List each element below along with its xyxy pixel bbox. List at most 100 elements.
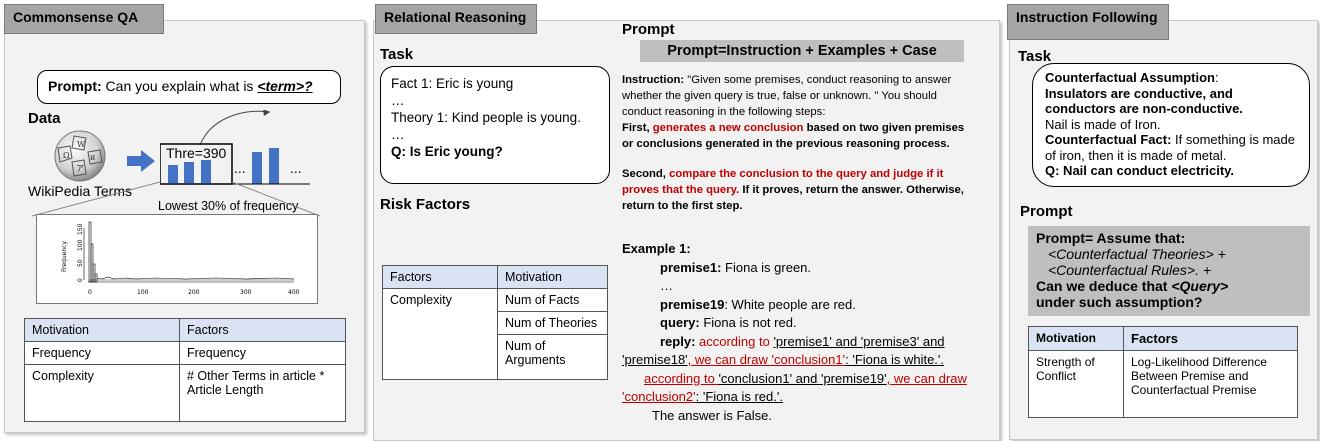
hist-bar [92,263,96,283]
qa-prompt-term: <term>? [257,78,313,94]
qa-prompt-label: Prompt: [48,78,102,94]
first-step: First, generates a new conclusion based … [622,120,972,152]
svg-text:Ω: Ω [63,151,70,160]
nail-line: Nail is made of Iron. [1045,116,1161,132]
reply-r2b: 'conclusion1' and 'premise19' [718,370,887,386]
hist-xtick: 300 [240,289,252,296]
reply-r2d: : 'Fiona is red.'. [695,389,783,404]
hist-ytick: 100 [77,239,84,251]
zoom-lines [31,181,321,217]
task-line: … [391,93,405,108]
qa-wiki-label: WikiPedia Terms [28,183,132,199]
second-rest: If it proves, return the answer. Otherwi… [622,184,964,212]
task-line: Theory 1: Kind people is young. [391,110,581,125]
premise1-line: premise1: Fiona is green. [660,259,992,278]
second-label: Second, [622,168,666,180]
threshold-label: Thre=390 [166,145,227,161]
first-label: First, [622,122,650,134]
histogram-frame [36,214,318,304]
hist-ytick: 0 [77,278,84,282]
rr-instructions: Instruction: "Given some premises, condu… [622,72,972,214]
frequency-bar-chart [160,110,310,185]
cf-line: Counterfactual Fact: If something is mad… [1045,132,1297,163]
table-header: Motivation [24,318,180,342]
frequency-histogram: 0 100 200 300 400 0 50 100 150 Frequency [61,221,300,296]
if-task-label: Task [1018,48,1052,65]
table-cell: Complexity [382,288,498,380]
hist-xtick: 0 [88,289,92,296]
table-header: Motivation [1028,326,1124,351]
query-line: query: Fiona is not red. [660,314,992,333]
freq-bar [252,152,262,184]
example-label: Example 1: [622,241,691,256]
rr-prompt-formula: Prompt=Instruction + Examples + Case [640,40,964,62]
table-cell: Num of Theories [497,311,608,335]
freq-bar [184,162,194,184]
first-red: generates a new conclusion [649,122,804,134]
rr-factors-table: Factors Motivation Complexity Num of Fac… [382,265,608,380]
wikipedia-globe-icon: Ω W и ア [54,130,106,182]
hist-xtick: 200 [188,289,200,296]
if-prompt-box: Prompt= Assume that: <Counterfactual The… [1028,226,1310,316]
table-cell: Num of Arguments [497,334,608,380]
hist-ylabel: Frequency [61,241,68,272]
table-row: Num of Arguments [383,334,608,380]
p1-label: premise1: [660,259,722,275]
table-cell: Frequency [179,341,346,365]
freq-bar [168,165,178,184]
reply-line-2: according to 'conclusion1' and 'premise1… [622,370,992,407]
qa-prompt-text: Can you explain what is [101,78,258,94]
reply-r1d: : 'Fiona is white.'. [845,352,944,367]
premise19-line: premise19: White people are red. [660,296,992,315]
table-cell: # Other Terms in article * Article Lengt… [179,364,346,422]
instr-label: Instruction: [622,74,685,86]
svg-text:W: W [77,140,86,149]
ellipsis-line: … [660,278,673,293]
commonsense-qa-tab: Commonsense QA [4,4,164,34]
reply-label: reply: [660,333,696,349]
reply-r1c: , we can draw 'conclusion1' [687,352,846,367]
task-question: Q: Is Eric young? [391,144,503,159]
hist-xtick: 400 [288,289,300,296]
hist-ytick: 150 [77,223,84,235]
prompt-line-2: <Counterfactual Theories> + [1048,246,1226,262]
bar-dots-2: ... [290,160,302,176]
table-header: Factors [1123,326,1298,351]
instruction-paragraph: Instruction: "Given some premises, condu… [622,72,972,120]
table-cell: Num of Facts [497,288,608,312]
p19-label: premise19 [660,296,725,312]
if-question: Q: Nail can conduct electricity. [1045,163,1235,178]
rr-task-box: Fact 1: Eric is young … Theory 1: Kind p… [380,66,610,184]
qa-factors-table: Motivation Factors Frequency Frequency C… [24,318,346,422]
right-arrow-icon [127,150,155,172]
query-label: query: [660,315,700,330]
second-step: Second, compare the conclusion to the qu… [622,166,972,214]
cf-text: If something is made of iron, then it is… [1045,132,1295,163]
lowest-frequency-caption: Lowest 30% of frequency [158,199,299,213]
ca-label: Counterfactual Assumption [1045,70,1215,85]
prompt-line-3: <Counterfactual Rules>. + [1048,262,1212,278]
prompt-line-4: Can we deduce that <Query> [1036,278,1302,294]
table-header: Factors [179,318,346,342]
table-row: Strength of Conflict Log-Likelihood Diff… [1028,350,1298,418]
instr-text: "Given some premises, conduct reasoning … [622,74,952,118]
freq-bar [269,148,279,184]
prompt-line-1: Prompt= Assume that: [1036,230,1186,246]
ca-colon: : [1214,70,1219,85]
table-cell: Strength of Conflict [1028,350,1124,418]
table-header: Motivation [497,265,608,289]
svg-text:и: и [90,153,95,162]
prompt-query: <Query> [1171,278,1229,294]
prompt-line-5: under such assumption? [1036,294,1203,310]
p1-text: Fiona is green. [721,259,812,275]
table-row: Complexity Num of Facts [382,288,608,380]
p19-text: : White people are red. [724,296,856,312]
qa-data-label: Data [28,110,61,127]
prompt-line-4a: Can we deduce that [1036,278,1172,294]
table-cell: Log-Likelihood Difference Between Premis… [1123,350,1298,418]
hist-bar [94,273,98,283]
query-text: Fiona is not red. [699,315,797,330]
task-line: Fact 1: Eric is young [391,76,514,91]
rr-risk-label: Risk Factors [380,196,471,213]
if-task-box: Counterfactual Assumption: Insulators ar… [1032,63,1310,187]
